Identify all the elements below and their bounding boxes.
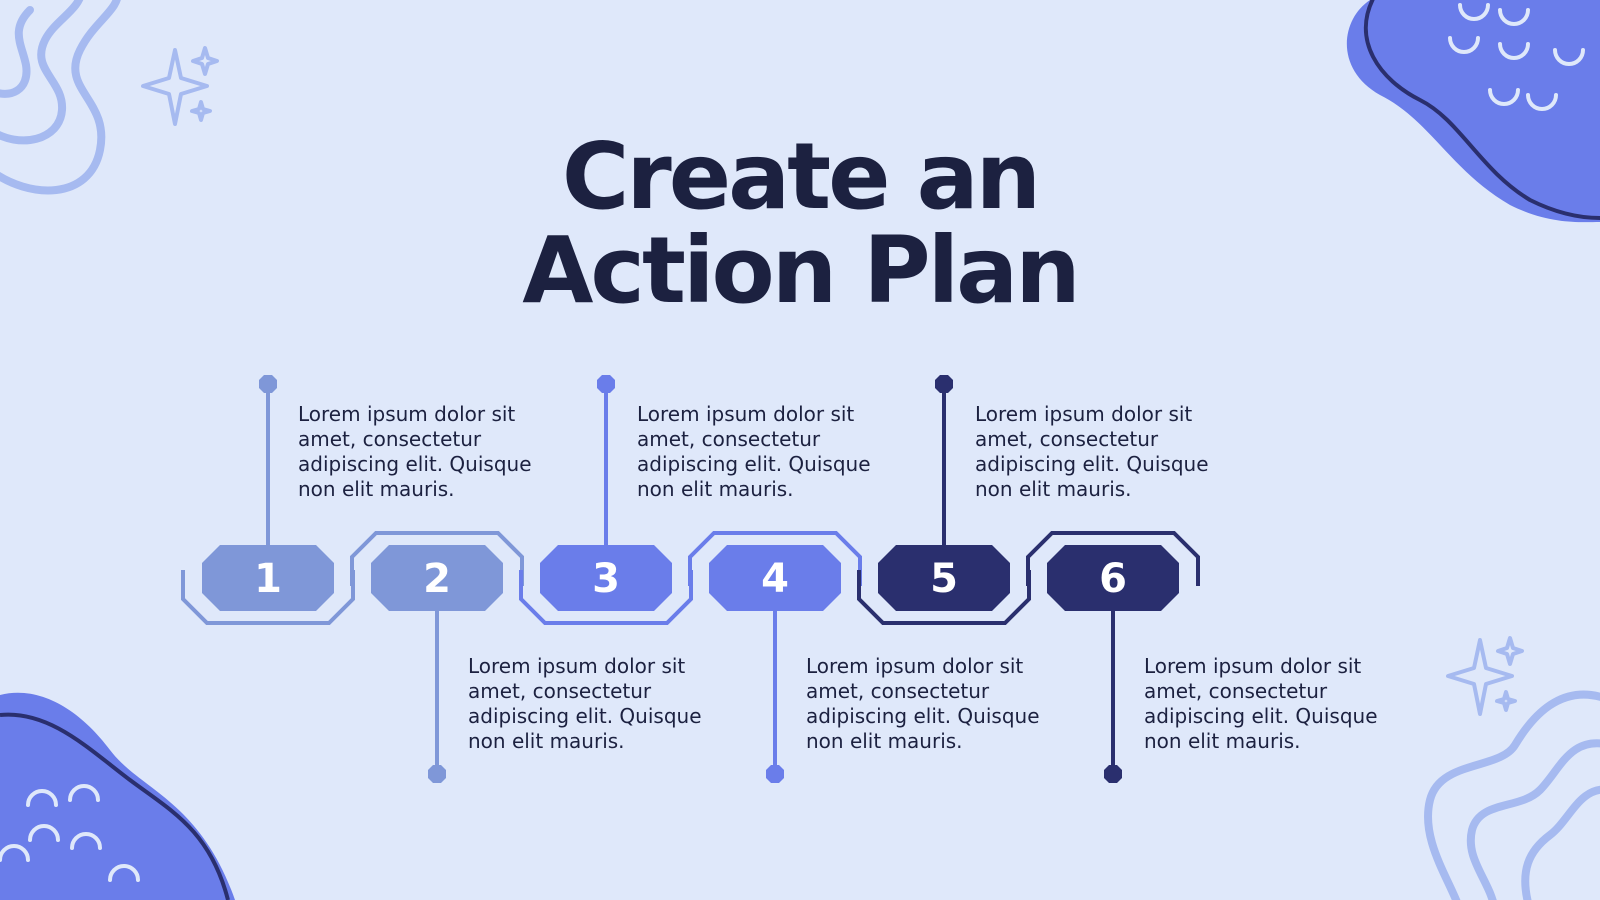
title-line-1: Create an bbox=[561, 123, 1041, 230]
bottom-left-blob-icon bbox=[0, 692, 235, 900]
page-title: Create an Action Plan bbox=[0, 130, 1600, 318]
step-4-text: Lorem ipsum dolor sit amet, consectetur … bbox=[806, 654, 1040, 753]
step-4-node bbox=[766, 765, 784, 783]
bottom-right-sparkle-icon bbox=[1446, 636, 1524, 716]
step-1-number: 1 bbox=[254, 556, 282, 602]
step-1-text: Lorem ipsum dolor sit amet, consectetur … bbox=[298, 402, 532, 501]
step-3-number: 3 bbox=[592, 556, 620, 602]
step-5-badge bbox=[878, 545, 1010, 611]
step-2-frame bbox=[350, 531, 524, 586]
step-6-node bbox=[1104, 765, 1122, 783]
step-2-number: 2 bbox=[423, 556, 451, 602]
step-5-number: 5 bbox=[930, 556, 958, 602]
step-6-frame bbox=[1026, 531, 1200, 586]
step-1-node bbox=[259, 375, 277, 393]
step-6-badge bbox=[1047, 545, 1179, 611]
step-4-frame bbox=[688, 531, 862, 586]
step-6-text: Lorem ipsum dolor sit amet, consectetur … bbox=[1144, 654, 1378, 753]
step-3-badge bbox=[540, 545, 672, 611]
title-line-2: Action Plan bbox=[522, 217, 1081, 324]
step-4-badge bbox=[709, 545, 841, 611]
bottom-right-swirl-icon bbox=[1424, 690, 1600, 900]
step-2-badge bbox=[371, 545, 503, 611]
step-3-text: Lorem ipsum dolor sit amet, consectetur … bbox=[637, 402, 871, 501]
step-1-badge bbox=[202, 545, 334, 611]
step-1-frame bbox=[181, 570, 355, 625]
step-6-number: 6 bbox=[1099, 556, 1127, 602]
top-right-blob-icon bbox=[1346, 0, 1600, 223]
step-2-text: Lorem ipsum dolor sit amet, consectetur … bbox=[468, 654, 702, 753]
step-4-number: 4 bbox=[761, 556, 789, 602]
step-2-node bbox=[428, 765, 446, 783]
step-5-node bbox=[935, 375, 953, 393]
top-left-sparkle-icon bbox=[141, 46, 219, 126]
step-5-text: Lorem ipsum dolor sit amet, consectetur … bbox=[975, 402, 1209, 501]
step-5-frame bbox=[857, 570, 1031, 625]
step-3-frame bbox=[519, 570, 693, 625]
top-left-swirl-icon bbox=[0, 0, 121, 195]
step-3-node bbox=[597, 375, 615, 393]
